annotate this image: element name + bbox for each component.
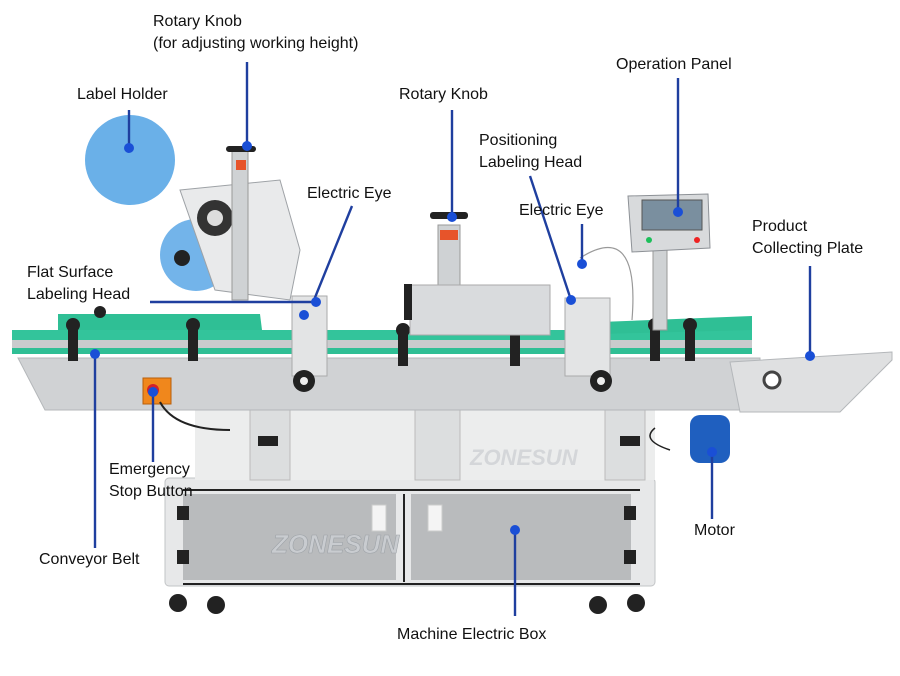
label-product-collecting-plate: Product Collecting Plate <box>752 216 863 260</box>
label-positioning-line2: Labeling Head <box>479 154 583 171</box>
label-operation-panel: Operation Panel <box>616 56 732 73</box>
electric-box-illustration: ZONESUN <box>164 477 656 614</box>
label-flat-surface-line1: Flat Surface <box>27 264 114 281</box>
label-electric-eye-left: Electric Eye <box>307 185 392 202</box>
label-machine-electric-box: Machine Electric Box <box>397 626 547 643</box>
label-rotary-knob-height-line1: Rotary Knob <box>153 13 242 30</box>
label-flat-surface-labeling-head: Flat Surface Labeling Head <box>27 262 130 306</box>
label-rotary-knob-height-line2: (for adjusting working height) <box>153 35 359 52</box>
label-positioning-line1: Positioning <box>479 132 558 149</box>
label-rotary-knob-height: Rotary Knob (for adjusting working heigh… <box>153 11 358 55</box>
label-product-line1: Product <box>752 218 808 235</box>
label-rotary-knob: Rotary Knob <box>399 86 488 103</box>
operation-panel-illustration <box>627 193 711 331</box>
label-positioning-labeling-head: Positioning Labeling Head <box>479 130 582 174</box>
watermark-2: ZONESUN <box>469 445 579 470</box>
watermark: ZONESUN <box>271 529 400 559</box>
flat-labeling-head-illustration <box>85 115 301 301</box>
label-emergency-line1: Emergency <box>109 461 190 478</box>
label-emergency-stop-button: Emergency Stop Button <box>109 459 193 503</box>
leader-lines <box>93 62 812 616</box>
label-electric-eye-right: Electric Eye <box>519 202 604 219</box>
label-product-line2: Collecting Plate <box>752 240 864 257</box>
pointer-dots <box>90 141 815 535</box>
label-emergency-line2: Stop Button <box>109 483 193 500</box>
label-conveyor-belt: Conveyor Belt <box>39 551 140 568</box>
label-flat-surface-line2: Labeling Head <box>27 286 131 303</box>
label-label-holder: Label Holder <box>77 86 168 103</box>
label-motor: Motor <box>694 522 735 539</box>
